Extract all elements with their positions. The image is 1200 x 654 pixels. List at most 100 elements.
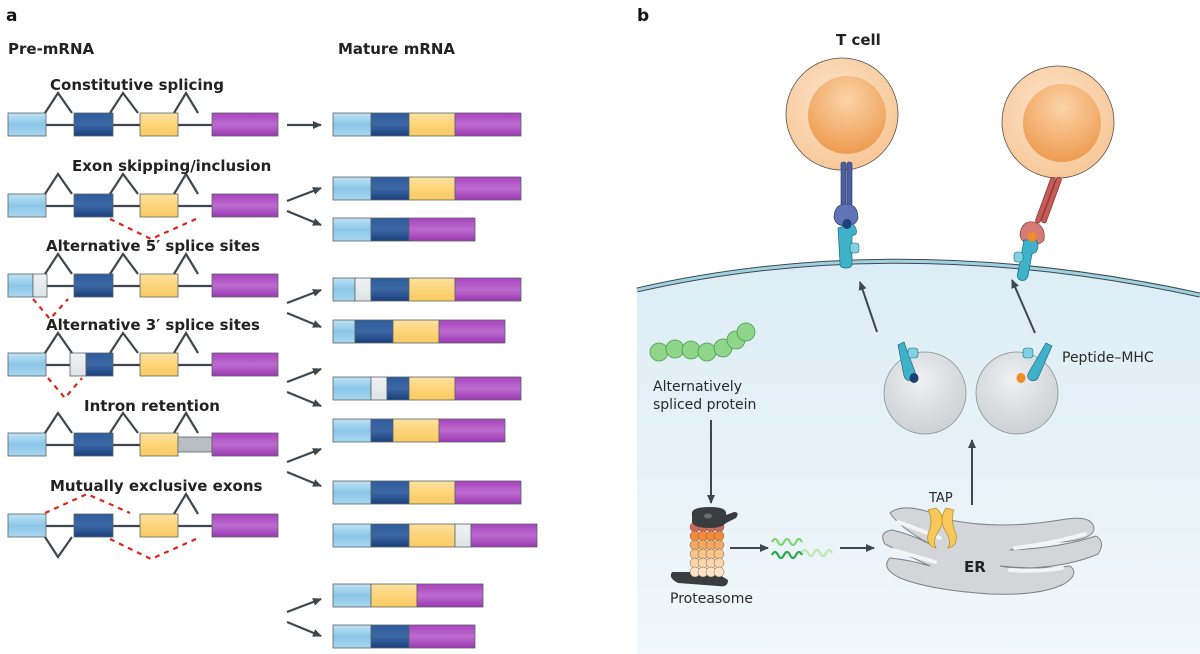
splice-peak [44, 331, 73, 354]
mature-constitutive-segment [332, 112, 372, 137]
arrow-to-surface-left [858, 281, 878, 333]
exon-3 [139, 352, 179, 377]
exon-2 [73, 193, 114, 218]
retained-intron [177, 436, 213, 453]
mature-exon2-variant-segment [408, 624, 476, 649]
product-arrow [286, 620, 322, 638]
mature-retained-segment [454, 523, 472, 548]
mature-mrna-header: Mature mRNA [338, 40, 455, 58]
proteasome-label: Proteasome [670, 591, 753, 607]
product-arrow [286, 597, 322, 614]
mature-retained-segment [332, 523, 372, 548]
exon-3 [139, 112, 179, 137]
splice-peak [173, 90, 199, 114]
mature-exon2-variant-segment [332, 624, 372, 649]
product-arrow [286, 186, 322, 203]
mature-constitutive-segment [408, 112, 456, 137]
mature-exon3-variant-segment [332, 583, 372, 608]
mature-alt3-long-segment [454, 376, 522, 401]
mature-inclusion-segment [408, 176, 456, 201]
mature-alt5-short-segment [332, 319, 356, 344]
row-title: Alternative 3′ splice sites [46, 316, 260, 334]
pre-mrna-header: Pre-mRNA [8, 40, 95, 58]
tap-transporter [927, 507, 957, 549]
product-arrow [286, 470, 322, 488]
mature-alt3-long-segment [386, 376, 410, 401]
mature-constitutive-segment [454, 112, 522, 137]
vesicle-left [883, 341, 967, 435]
exon-2 [85, 352, 114, 377]
exon-4 [211, 112, 279, 137]
splice-peak [44, 172, 73, 195]
mature-inclusion-segment [332, 176, 372, 201]
exon-2 [73, 112, 114, 137]
alt-splice-path [109, 537, 197, 561]
proteasome-subunit [713, 548, 725, 560]
splice-peak [173, 171, 199, 195]
protein-bead [649, 342, 669, 362]
splice-peak [109, 91, 139, 114]
tcr-right [1019, 177, 1062, 245]
protein-bead [736, 322, 756, 342]
peptide-mhc-label: Peptide–MHC [1062, 350, 1154, 366]
protein-bead [665, 339, 685, 359]
mature-alt3-long-segment [408, 376, 456, 401]
mhc-surface-left [837, 223, 860, 269]
mature-retained-segment [408, 523, 456, 548]
tcr-left [833, 161, 859, 227]
cell-membrane [636, 259, 1200, 297]
splice-peak [173, 330, 199, 354]
exon-1 [7, 513, 47, 538]
product-arrow [286, 367, 322, 384]
mature-spliced-segment [370, 480, 410, 505]
row-title: Mutually exclusive exons [50, 477, 262, 495]
exon-4 [211, 513, 279, 538]
splice-peak [109, 331, 139, 354]
mhc-surface-right [1013, 239, 1039, 281]
proteasome-top-cap [691, 507, 738, 528]
mature-alt5-short-segment [354, 319, 394, 344]
row-title: Exon skipping/inclusion [72, 157, 271, 175]
mature-spliced-segment [454, 480, 522, 505]
proteasome [670, 507, 738, 587]
peptide-blue-surface [842, 219, 852, 229]
exon-4 [211, 193, 279, 218]
mature-alt5-long-segment [332, 277, 356, 302]
row-title: Alternative 5′ splice sites [46, 237, 260, 255]
exon-3 [139, 273, 179, 298]
proteasome-subunit [713, 530, 725, 542]
exon-1 [7, 193, 47, 218]
alt-splice-path [109, 217, 197, 241]
mature-skipping-segment [408, 217, 476, 242]
splice-peak [44, 536, 73, 559]
mature-alt5-short-segment [438, 319, 506, 344]
mature-alt5-short-segment [392, 319, 440, 344]
splice-peak [173, 410, 199, 434]
exon-1 [7, 432, 47, 457]
product-arrow [286, 447, 322, 464]
splice-peak [109, 252, 139, 275]
proteasome-subunit [713, 566, 725, 578]
protein-label-line2: spliced protein [653, 397, 756, 413]
er-label: ER [964, 558, 986, 576]
mature-exon2-variant-segment [370, 624, 410, 649]
alt-splice-path [44, 492, 131, 515]
alt-5-segment [32, 273, 48, 298]
arrow-to-surface-right [1011, 279, 1036, 334]
alt-3-segment [69, 352, 87, 377]
mature-skipping-segment [370, 217, 410, 242]
exon-4 [211, 352, 279, 377]
exon-1 [7, 352, 47, 377]
mature-spliced-segment [408, 480, 456, 505]
panel-b-label: b [637, 6, 649, 26]
t-cell-label: T cell [836, 31, 881, 49]
mature-alt3-short-segment [332, 418, 372, 443]
mature-exon3-variant-segment [370, 583, 418, 608]
mature-alt5-long-segment [408, 277, 456, 302]
mature-alt3-long-segment [370, 376, 388, 401]
alternatively-spliced-protein [649, 322, 756, 362]
mature-alt3-long-segment [332, 376, 372, 401]
mature-spliced-segment [332, 480, 372, 505]
